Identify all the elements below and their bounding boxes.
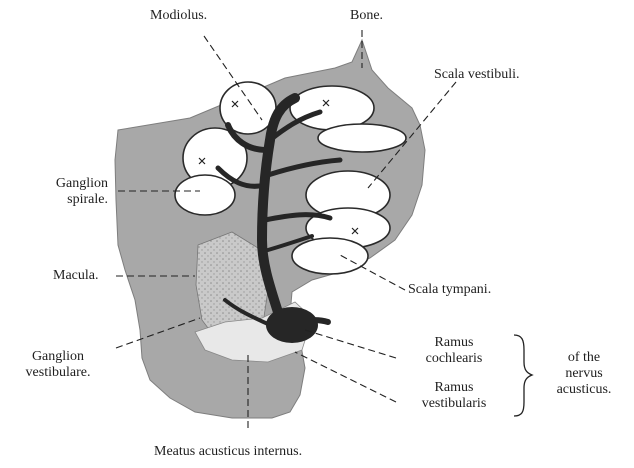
label-ramus-cochlearis-1: Ramus (404, 335, 504, 351)
label-modiolus: Modiolus. (150, 8, 207, 24)
label-of-the: of the (538, 350, 630, 366)
label-macula: Macula. (53, 268, 98, 284)
label-ganglion-spirale-2: spirale. (18, 192, 108, 208)
label-scala-tympani: Scala tympani. (408, 282, 491, 298)
ganglion-mass (266, 307, 318, 343)
label-meatus-acusticus-internus: Meatus acusticus internus. (154, 444, 302, 460)
nerve-brace (514, 335, 532, 416)
label-scala-vestibuli: Scala vestibuli. (434, 67, 520, 83)
label-ramus-vestibularis-1: Ramus (404, 380, 504, 396)
label-ramus-cochlearis-2: cochlearis (404, 351, 504, 367)
label-ramus-vestibularis-2: vestibularis (404, 396, 504, 412)
label-ganglion-spirale-1: Ganglion (18, 176, 108, 192)
label-acusticus: acusticus. (538, 382, 630, 398)
label-bone: Bone. (350, 8, 383, 24)
label-ganglion-vestibulare-1: Ganglion (4, 349, 112, 365)
label-ganglion-vestibulare-2: vestibulare. (4, 365, 112, 381)
label-nervus: nervus (538, 366, 630, 382)
